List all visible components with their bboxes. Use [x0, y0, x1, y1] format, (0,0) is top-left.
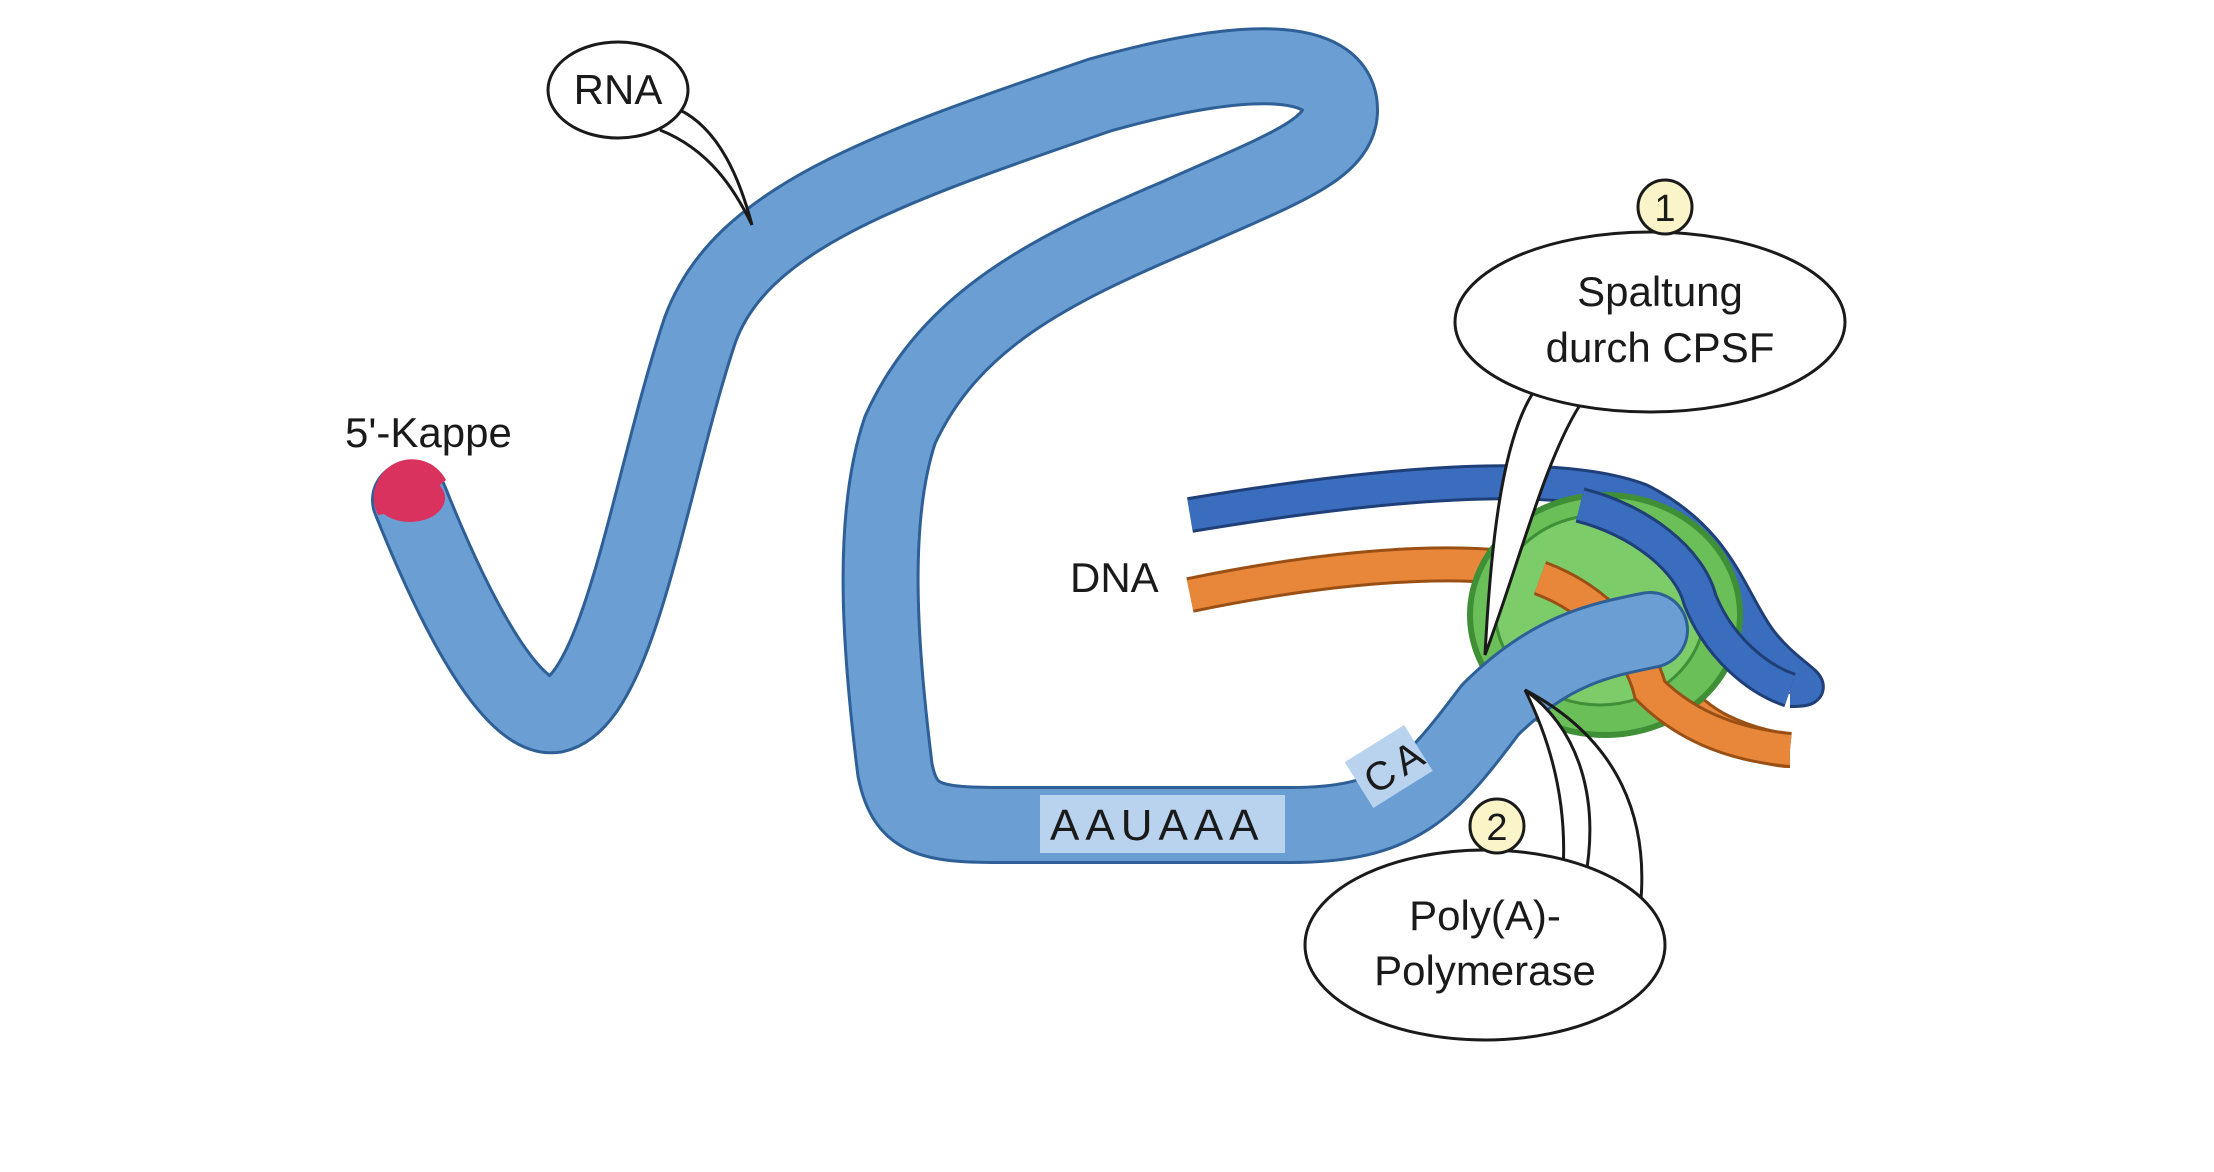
rna-molecule-fill	[374, 30, 1686, 861]
step2-callout: Poly(A)- Polymerase 2	[1303, 688, 1667, 1042]
rna-callout: RNA	[546, 40, 754, 226]
rna-strand	[371, 27, 1689, 864]
step2-line2: Polymerase	[1374, 947, 1596, 994]
step2-number: 2	[1486, 807, 1507, 849]
rna-label: RNA	[574, 66, 663, 113]
dna-label: DNA	[1070, 554, 1159, 601]
step2-line1: Poly(A)-	[1409, 892, 1561, 939]
step1-callout: Spaltung durch CPSF 1	[1453, 178, 1847, 656]
step1-number: 1	[1654, 188, 1675, 230]
cap-head	[375, 474, 445, 522]
step1-badge	[1636, 178, 1694, 236]
step1-line2: durch CPSF	[1546, 324, 1775, 371]
aauaaa-label: AAUAAA	[1050, 801, 1265, 850]
step2-badge	[1468, 797, 1526, 855]
cap-label: 5'-Kappe	[345, 409, 512, 456]
dna-strands-front	[1533, 487, 1797, 768]
aauaaa-highlight	[1040, 795, 1285, 853]
step1-line1: Spaltung	[1577, 268, 1743, 315]
